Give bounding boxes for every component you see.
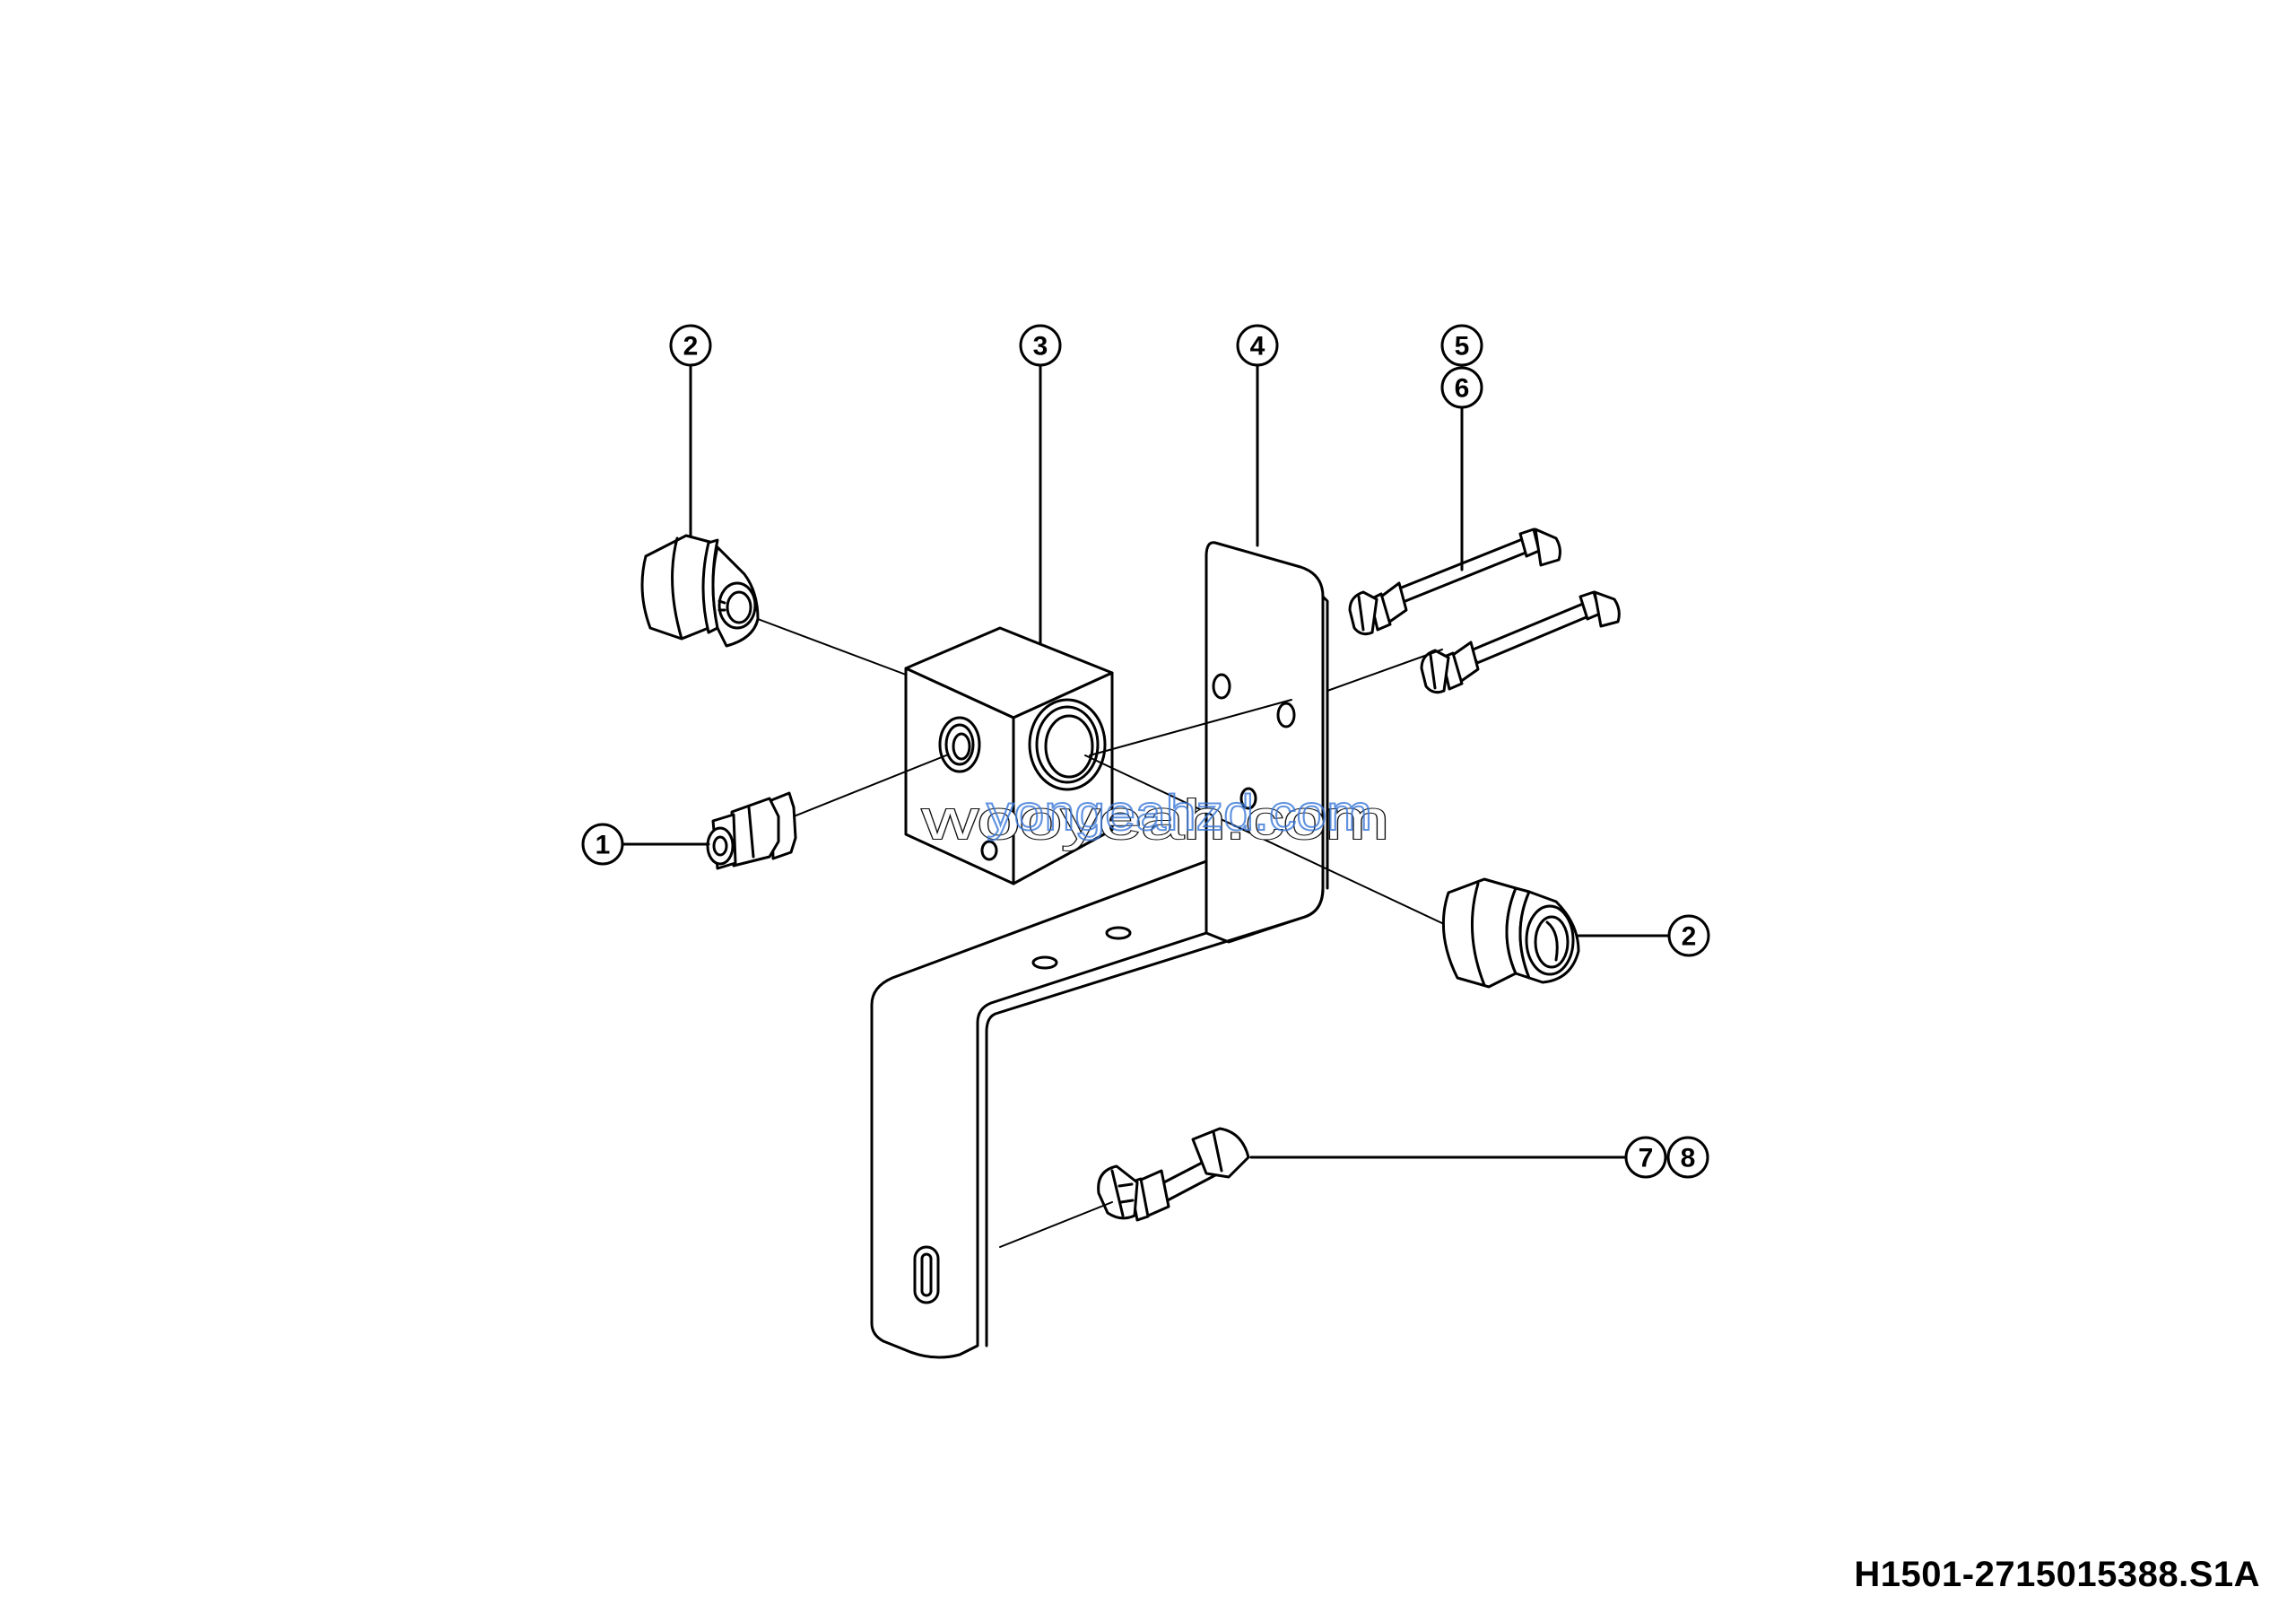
callout-circle-5: [1440, 324, 1483, 367]
callout-label-7: 7: [1639, 1144, 1654, 1173]
callout-circle-2b: [1667, 914, 1710, 957]
callout-circle-6: [1440, 366, 1483, 409]
valve-block: [904, 626, 1114, 885]
bolt-lower: [1097, 1127, 1250, 1222]
assembly-lines: [757, 618, 1445, 1248]
callout-label-2a: 2: [683, 332, 699, 362]
watermark: wooyeah.com yongeahzd.com: [920, 783, 1390, 852]
callout-label-6: 6: [1455, 374, 1470, 404]
watermark-overlay-text: yongeahzd.com: [987, 784, 1372, 841]
callout-circle-8: [1666, 1136, 1709, 1179]
mounting-bracket: [870, 541, 1329, 1359]
watermark-text: wooyeah.com: [921, 789, 1388, 851]
leader-lines: [621, 364, 1670, 1159]
callout-label-4: 4: [1250, 332, 1265, 362]
callout-circle-4: [1236, 324, 1279, 367]
callout-label-5: 5: [1455, 332, 1470, 362]
bolts-upper: [1348, 528, 1621, 694]
callout-circle-3: [1019, 324, 1062, 367]
callout-label-2b: 2: [1682, 922, 1697, 952]
callout-circle-2a: [669, 324, 712, 367]
union-fitting-upper: [640, 534, 760, 648]
callout-circle-1: [581, 823, 624, 866]
callout-label-1: 1: [596, 831, 611, 860]
callout-label-8: 8: [1681, 1144, 1696, 1173]
fitting-part-1: [706, 791, 797, 870]
document-code: H1501-2715015388.S1A: [1854, 1555, 2260, 1594]
callout-label-3: 3: [1033, 332, 1048, 362]
callout-circle-7: [1624, 1136, 1667, 1179]
union-fitting-lower: [1441, 877, 1580, 989]
